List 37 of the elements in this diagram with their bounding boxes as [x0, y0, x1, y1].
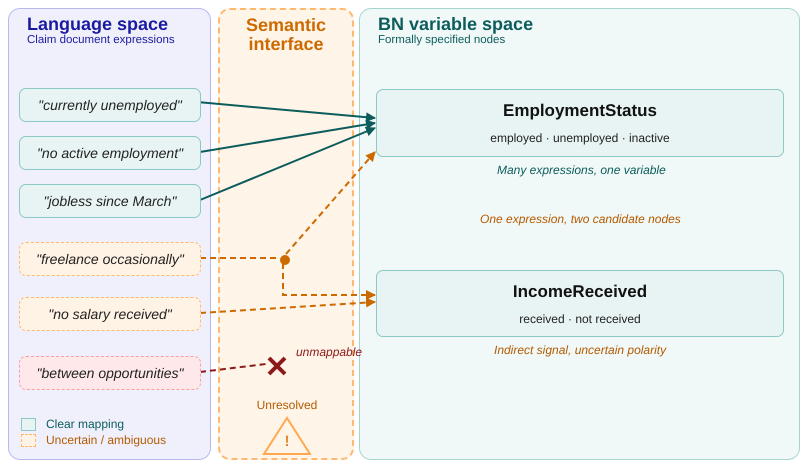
legend-label: Clear mapping [46, 417, 124, 431]
note: One expression, two candidate nodes [480, 212, 681, 226]
panel-subtitle: Formally specified nodes [378, 34, 506, 46]
panel-title: Language space [27, 15, 168, 34]
arrow [282, 263, 376, 300]
panel-title: Semantic interface [244, 16, 328, 54]
expression-text: "no salary received" [48, 306, 172, 322]
variable-name: IncomeReceived [512, 282, 648, 302]
arrow [200, 101, 376, 122]
expression-box [19, 297, 201, 331]
arrow [200, 120, 376, 153]
arrow [285, 151, 376, 255]
variable-name: EmploymentStatus [503, 101, 657, 121]
variable-states: received · not received [519, 312, 641, 326]
panel [8, 8, 211, 460]
annotation: Many expressions, one variable [497, 163, 666, 177]
expression-text: "currently unemployed" [38, 97, 182, 113]
annotation: Indirect signal, uncertain polarity [494, 343, 666, 357]
panel-subtitle: Claim document expressions [27, 34, 175, 46]
arrow [200, 126, 376, 201]
status-label: Unresolved [256, 398, 318, 412]
expression-box [19, 88, 201, 122]
variable-states: employed · unemployed · inactive [490, 131, 670, 145]
expression-text: "freelance occasionally" [36, 251, 184, 267]
expression-box [19, 242, 201, 276]
expression-box [19, 184, 201, 218]
legend-label: Uncertain / ambiguous [46, 433, 166, 447]
expression-box [19, 136, 201, 170]
variable-box [376, 270, 784, 337]
expression-text: "between opportunities" [36, 365, 184, 381]
expression-box [19, 356, 201, 390]
variable-box [376, 89, 784, 157]
arrow [200, 298, 376, 314]
panel-title: BN variable space [378, 15, 534, 34]
expression-text: "jobless since March" [44, 193, 176, 209]
expression-text: "no active employment" [36, 145, 184, 161]
warning-triangle: ! [262, 416, 312, 456]
